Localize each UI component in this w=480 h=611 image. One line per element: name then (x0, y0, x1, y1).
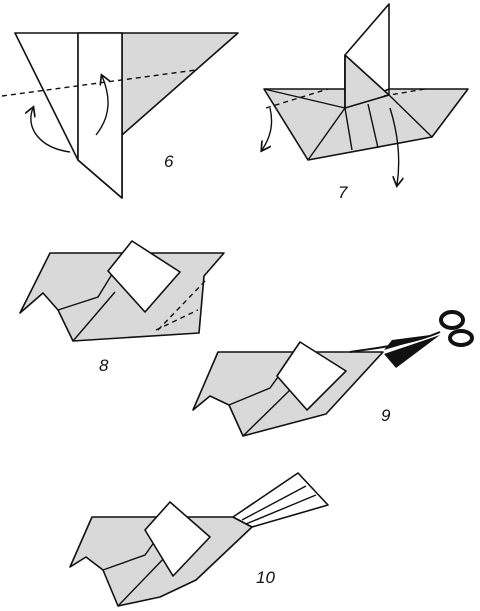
step-6-figure (1, 32, 239, 199)
step-8-number: 8 (99, 356, 109, 375)
step-10-number: 10 (256, 568, 275, 587)
step-8-figure (19, 240, 225, 342)
step-9-wing-square (276, 341, 347, 411)
step-6-fold-arrow-up (95, 76, 108, 136)
step-7-figure (262, 3, 469, 185)
step-7-fold-arrow-left (262, 107, 273, 150)
step-8-fold-line-vertical (157, 279, 207, 331)
step-8-fold-line-diagonal (155, 309, 199, 331)
step-10-wing-square (144, 501, 211, 577)
step-7-fold-line-left (265, 88, 329, 109)
scissors-icon (349, 310, 474, 368)
step-6-shaded-flap (121, 32, 239, 136)
step-7-number: 7 (338, 183, 348, 202)
step-9-figure (192, 310, 474, 437)
step-8-wing-square (107, 240, 181, 313)
step-10-figure (69, 472, 329, 607)
step-6-fold-arrow-left (31, 108, 71, 153)
step-6-number: 6 (164, 152, 174, 171)
step-6-fold-line (1, 69, 197, 97)
step-6-center-strip (77, 32, 123, 199)
step-7-fold-arrow-down (389, 107, 399, 185)
step-9-number: 9 (381, 406, 391, 425)
step-7-fold-line-right (383, 88, 426, 97)
